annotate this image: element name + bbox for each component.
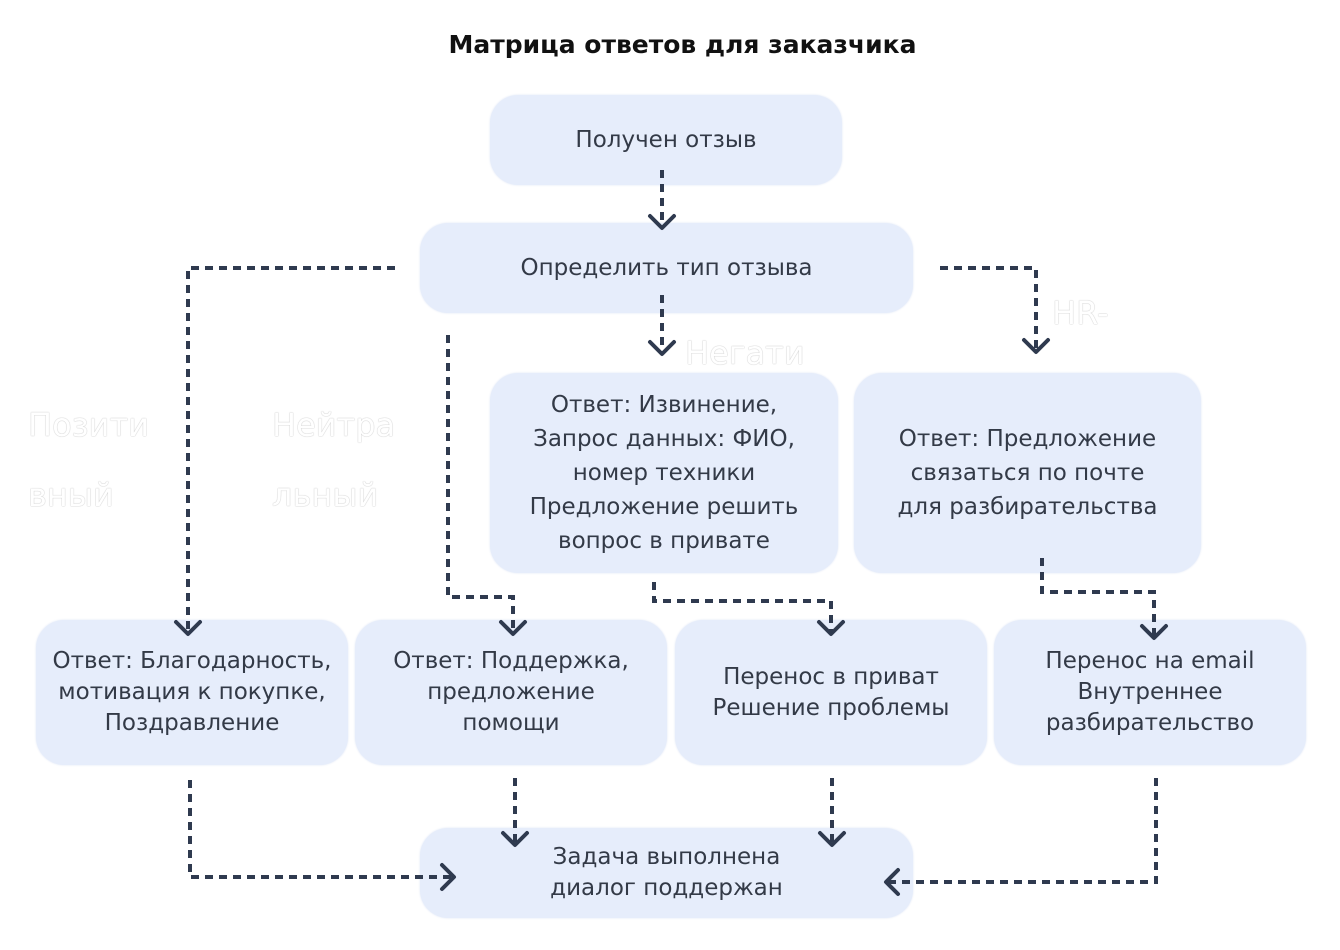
arrowhead-icon [818, 831, 846, 847]
connector-line [886, 778, 1158, 884]
node-private: Перенос в приват Решение проблемы [675, 620, 987, 765]
node-neutral-reply: Ответ: Поддержка, предложение помощи [355, 620, 667, 765]
arrowhead-icon [174, 620, 202, 636]
label-neutral: Нейтра льный [272, 406, 396, 514]
arrowhead-icon [501, 831, 529, 847]
arrowhead-icon [817, 620, 845, 636]
node-negative-reply: Ответ: Извинение, Запрос данных: ФИО, но… [490, 373, 838, 573]
arrowhead-icon [1140, 624, 1168, 640]
label-hr: HR- [1052, 294, 1109, 332]
node-done: Задача выполнена диалог поддержан [420, 828, 913, 918]
arrowhead-icon [440, 863, 456, 891]
label-positive: Позити вный [28, 406, 149, 514]
diagram-title: Матрица ответов для заказчика [448, 30, 917, 59]
connector-line [188, 780, 454, 879]
arrowhead-icon [648, 340, 676, 356]
node-determine-type: Определить тип отзыва [420, 223, 913, 313]
node-received: Получен отзыв [490, 95, 842, 185]
arrowhead-icon [499, 620, 527, 636]
connector-line [186, 266, 395, 634]
arrowhead-icon [1022, 338, 1050, 354]
label-negative: Негати [685, 334, 805, 372]
node-email: Перенос на email Внутреннее разбирательс… [994, 620, 1306, 765]
arrowhead-icon [648, 214, 676, 230]
connector-line [652, 582, 833, 634]
connector-line [1040, 558, 1156, 638]
node-positive-reply: Ответ: Благодарность, мотивация к покупк… [36, 620, 348, 765]
connector-line [446, 335, 515, 634]
connector-line [940, 266, 1038, 352]
node-hr-reply: Ответ: Предложение связаться по почте дл… [854, 373, 1201, 573]
arrowhead-icon [884, 868, 900, 896]
